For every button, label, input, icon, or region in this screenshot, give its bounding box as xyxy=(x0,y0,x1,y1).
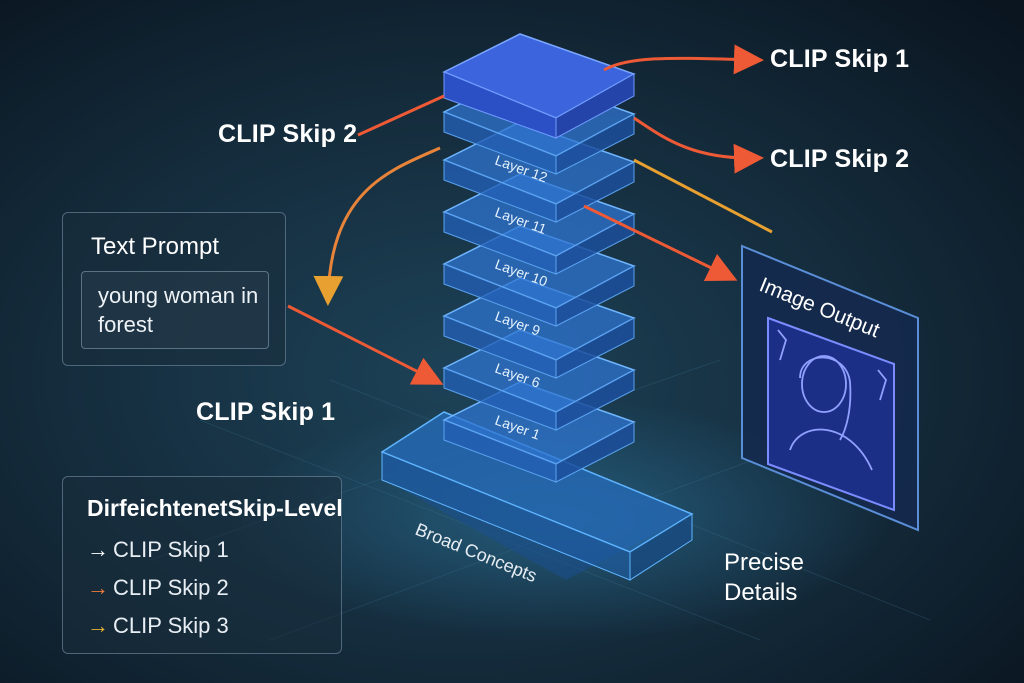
text-prompt-value: young woman in forest xyxy=(98,283,259,337)
arrow-down-skip xyxy=(313,146,441,306)
arrow-yellow-streak xyxy=(633,158,773,234)
legend-item-1: →CLIP Skip 1 xyxy=(87,537,229,563)
precise-label-line1: Precise xyxy=(724,549,805,576)
legend-item-label: CLIP Skip 2 xyxy=(113,575,229,600)
image-frame xyxy=(767,316,895,512)
callout-right-skip2: CLIP Skip 2 xyxy=(770,145,910,173)
arrow-left-skip2 xyxy=(357,94,445,137)
callout-left-skip2: CLIP Skip 2 xyxy=(218,120,358,148)
arrow-icon: → xyxy=(87,575,109,600)
arrow-stack-to-output xyxy=(583,204,738,281)
arrow-prompt-to-stack xyxy=(287,304,444,385)
precise-label-line2: Details xyxy=(724,579,798,606)
legend-panel: DirfeichtenetSkip-Level →CLIP Skip 1 →CL… xyxy=(62,476,343,654)
legend-title: DirfeichtenetSkip-Level xyxy=(87,495,343,521)
legend-item-label: CLIP Skip 1 xyxy=(113,537,229,562)
arrow-icon: → xyxy=(87,613,109,638)
text-prompt-title: Text Prompt xyxy=(91,233,220,260)
legend-item-2: →CLIP Skip 2 xyxy=(87,575,229,601)
text-prompt-panel: Text Prompt young woman in forest xyxy=(62,212,286,366)
arrow-icon: → xyxy=(87,537,109,562)
image-output-panel: Image Output xyxy=(741,244,919,532)
base-slab xyxy=(380,411,694,581)
precise-details-label: Precise Details xyxy=(724,548,804,608)
callout-right-skip1: CLIP Skip 1 xyxy=(770,45,910,73)
callout-left-skip1: CLIP Skip 1 xyxy=(196,398,336,426)
text-prompt-input[interactable]: young woman in forest xyxy=(81,271,269,349)
flow-arrows xyxy=(287,44,773,385)
arrow-right-skip2 xyxy=(633,116,764,174)
arrow-right-skip1 xyxy=(603,44,764,75)
top-layer xyxy=(442,33,636,139)
legend-item-label: CLIP Skip 3 xyxy=(113,613,229,638)
legend-item-3: →CLIP Skip 3 xyxy=(87,613,229,639)
portrait-icon xyxy=(777,329,887,471)
